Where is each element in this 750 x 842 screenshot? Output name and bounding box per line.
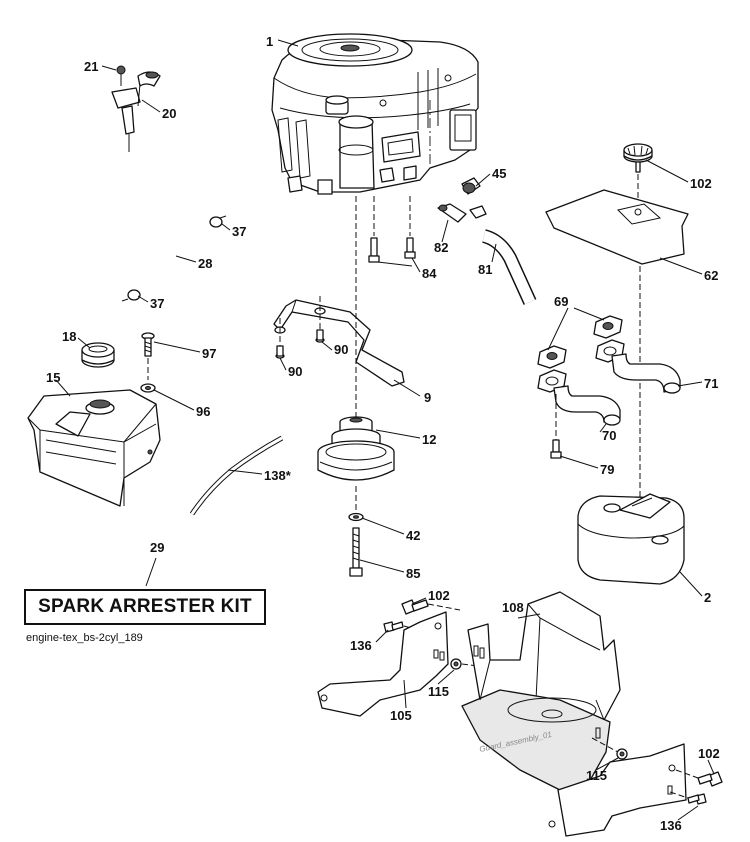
callout-97: 97 [202,346,216,361]
spark-arrester-kit-label: SPARK ARRESTER KIT [38,596,252,617]
callout-84: 84 [422,266,437,281]
washer-bolt-part [348,512,364,577]
diagram-caption: engine-tex_bs-2cyl_189 [26,632,143,644]
callout-102-mid: 102 [428,588,450,603]
callout-79: 79 [600,462,614,477]
fuel-tank-part [27,389,161,507]
callout-115-right: 115 [586,768,607,783]
fuel-filter-part [461,177,481,195]
callout-90-a: 90 [334,342,348,357]
screw-washer-part [140,332,156,393]
knob-part [623,143,653,206]
callout-96: 96 [196,404,210,419]
callout-62: 62 [704,268,718,283]
leader-lines [55,39,715,821]
callout-82: 82 [434,240,448,255]
callout-12: 12 [422,432,436,447]
hose-part [481,229,537,305]
callout-2: 2 [704,590,711,605]
engine-bolts-part [368,196,416,263]
guard-part: Guard_assembly_01 [461,591,621,791]
exhaust-part [537,315,681,426]
callout-18: 18 [62,329,76,344]
callout-21: 21 [84,59,98,74]
engine-part [271,33,479,195]
callout-105: 105 [390,708,412,723]
spark-arrester-kit-box: SPARK ARRESTER KIT [24,589,266,625]
callout-labels: 1 21 20 37 28 37 18 15 97 96 138* 90 90 … [46,34,720,833]
callout-29: 29 [150,540,164,555]
side-plate-part [317,611,449,717]
callout-1: 1 [266,34,273,49]
callout-138: 138* [264,468,292,483]
callout-136-left: 136 [350,638,372,653]
pulley-part [317,416,395,481]
callout-70: 70 [602,428,616,443]
throttle-cable-part [111,65,161,152]
fitting-part [437,203,487,223]
callout-69: 69 [554,294,568,309]
callout-42: 42 [406,528,420,543]
right-plate-part [548,737,723,837]
callout-90-b: 90 [288,364,302,379]
callout-15: 15 [46,370,60,385]
callout-102-right: 102 [698,746,720,761]
callout-37-bottom: 37 [150,296,164,311]
callout-45: 45 [492,166,506,181]
callout-81: 81 [478,262,492,277]
callout-71: 71 [704,376,718,391]
fuel-cap-part [81,342,115,368]
callout-108: 108 [502,600,524,615]
heat-shield-part [545,189,689,265]
callout-102-top: 102 [690,176,712,191]
callout-115-left: 115 [428,684,449,699]
muffler-part [577,493,685,585]
callout-9: 9 [424,390,431,405]
screw-79-part [550,394,562,459]
callout-37-top: 37 [232,224,246,239]
callout-28: 28 [198,256,212,271]
callout-136-right: 136 [660,818,682,833]
callout-20: 20 [162,106,176,121]
washer-115-left-part [450,658,479,670]
callout-85: 85 [406,566,420,581]
